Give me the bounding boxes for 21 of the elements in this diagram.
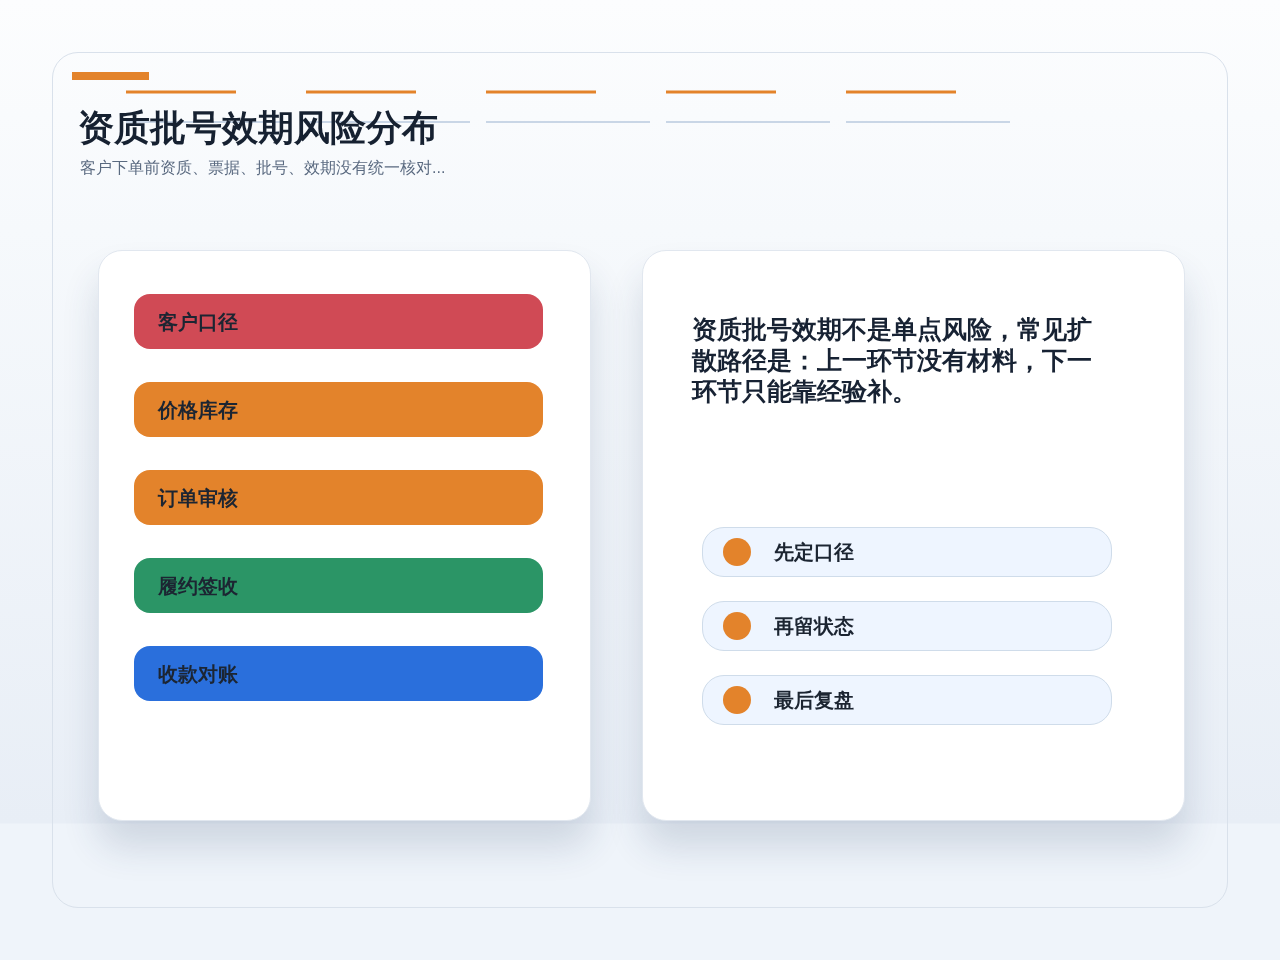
stage-bar xyxy=(134,646,543,701)
step-item xyxy=(702,527,1112,577)
step-label: 先定口径 xyxy=(774,540,854,564)
subtitle: 客户下单前资质、票据、批号、效期没有统一核对... xyxy=(80,158,446,178)
stage-label: 履约签收 xyxy=(158,573,238,598)
stage-label: 收款对账 xyxy=(158,661,238,686)
risk-statement: 资质批号效期不是单点风险，常见扩散路径是：上一环节没有材料，下一环节只能靠经验补。 xyxy=(692,314,1093,407)
step-label: 再留状态 xyxy=(774,614,854,638)
stage-card xyxy=(98,250,591,821)
info-card xyxy=(642,250,1185,821)
stage-label: 价格库存 xyxy=(158,397,238,422)
stage-bar xyxy=(134,558,543,613)
step-item xyxy=(702,601,1112,651)
slide-title: 资质批号效期风险分布 xyxy=(78,106,438,150)
stage-bar xyxy=(134,470,543,525)
step-item xyxy=(702,675,1112,725)
stage-label: 订单审核 xyxy=(158,485,238,510)
stage-bar xyxy=(134,382,543,437)
step-label: 最后复盘 xyxy=(774,688,854,712)
stage-label: 客户口径 xyxy=(158,309,238,334)
stage-bar xyxy=(134,294,543,349)
